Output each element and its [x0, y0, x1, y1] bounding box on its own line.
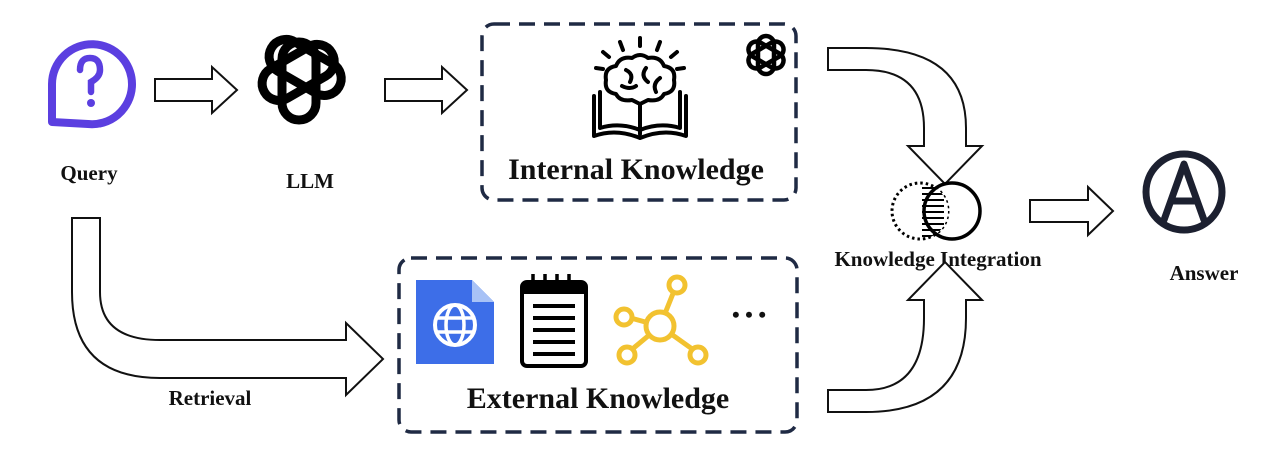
- retrieval-label: Retrieval: [169, 386, 252, 410]
- arrow-internal-to-integration: [827, 47, 985, 186]
- brain-book-icon: [592, 36, 688, 140]
- notepad-icon: [520, 274, 588, 368]
- ellipsis-icon: • • •: [732, 302, 766, 327]
- arrow-query-to-llm: [154, 64, 239, 116]
- internal-knowledge-box: [480, 22, 798, 202]
- knowledge-integration-label: Knowledge Integration: [834, 247, 1041, 271]
- arrow-external-to-integration: [827, 260, 985, 413]
- venn-intersection-icon: [890, 181, 982, 241]
- external-knowledge-label: External Knowledge: [467, 382, 730, 415]
- external-knowledge-box: [397, 256, 799, 434]
- arrow-retrieval: [71, 217, 385, 398]
- knowledge-graph-icon: [613, 274, 709, 366]
- query-label: Query: [60, 161, 118, 185]
- llm-label: LLM: [286, 169, 334, 193]
- answer-label: Answer: [1170, 261, 1239, 285]
- web-document-icon: [416, 280, 494, 364]
- letter-a-circle-icon: [1142, 150, 1226, 234]
- arrow-integration-to-answer: [1029, 184, 1115, 238]
- arrow-llm-to-internal: [384, 64, 469, 116]
- internal-knowledge-label: Internal Knowledge: [508, 153, 764, 186]
- query-icon: [48, 40, 136, 129]
- internal-openai-logo-icon: [746, 33, 786, 77]
- llm-openai-logo-icon: [257, 34, 346, 125]
